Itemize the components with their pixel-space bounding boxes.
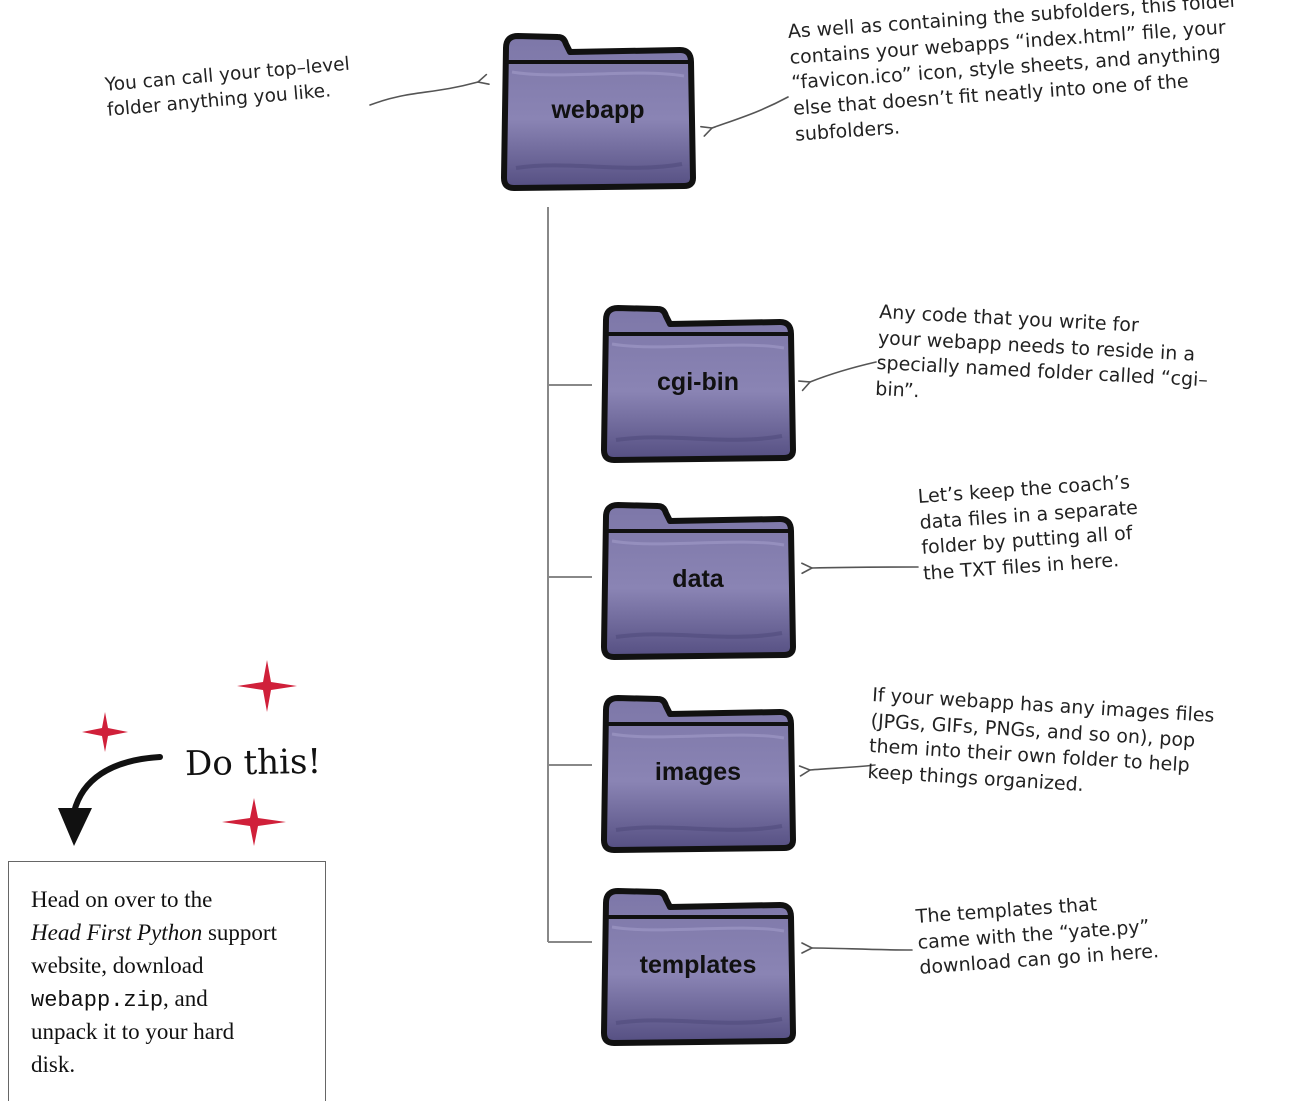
folder-icon	[601, 695, 796, 853]
zip-filename: webapp.zip	[31, 987, 164, 1013]
sparkle-icon	[82, 712, 128, 752]
sparkles	[82, 660, 297, 846]
folder-label-webapp: webapp	[551, 96, 645, 124]
instruction-text: support	[202, 919, 277, 945]
tree-connectors	[547, 207, 592, 943]
folder-icon	[601, 305, 796, 463]
instruction-box: Head on over to the Head First Python su…	[8, 861, 326, 1101]
book-title: Head First Python	[31, 919, 203, 945]
folder-label-data: data	[672, 565, 724, 593]
instruction-line: unpack it to your hard	[31, 1019, 235, 1045]
folder-icon	[601, 888, 796, 1046]
folder-icon	[601, 502, 796, 660]
folder-templates: templates	[598, 883, 798, 1048]
instruction-line: website, download	[31, 952, 204, 978]
folder-cgi-bin: cgi-bin	[598, 300, 798, 465]
arrow-note-to-data	[812, 567, 919, 568]
instruction-line: disk.	[31, 1051, 76, 1077]
folder-data: data	[598, 497, 798, 662]
annotation-cgi-bin: Any code that you write for your webapp …	[875, 300, 1212, 420]
folder-webapp: webapp	[498, 28, 698, 193]
arrow-toplevel-to-webapp	[369, 82, 478, 106]
arrow-note-to-cgi-bin	[810, 361, 877, 382]
folder-label-cgi-bin: cgi-bin	[657, 368, 739, 396]
folder-images: images	[598, 690, 798, 855]
folder-icon	[501, 33, 696, 191]
arrow-note-to-images	[810, 764, 876, 770]
folder-label-templates: templates	[639, 951, 757, 979]
instruction-text: , and	[163, 985, 208, 1011]
sparkle-icon	[222, 798, 286, 846]
instruction-line: Head First Python support	[31, 917, 311, 950]
folder-label-images: images	[654, 758, 742, 786]
arrow-note-to-templates	[812, 948, 913, 950]
sparkle-icon	[237, 660, 297, 712]
do-this-callout: Do this!	[184, 741, 322, 785]
curved-arrow-to-instructions	[58, 754, 163, 846]
annotation-data: Let’s keep the coach’s data files in a s…	[917, 470, 1142, 588]
arrow-note-to-webapp	[712, 96, 789, 128]
instruction-line: webapp.zip, and	[31, 983, 311, 1016]
annotation-images: If your webapp has any images files (JPG…	[867, 683, 1215, 806]
instruction-line: Head on over to the	[31, 887, 213, 912]
